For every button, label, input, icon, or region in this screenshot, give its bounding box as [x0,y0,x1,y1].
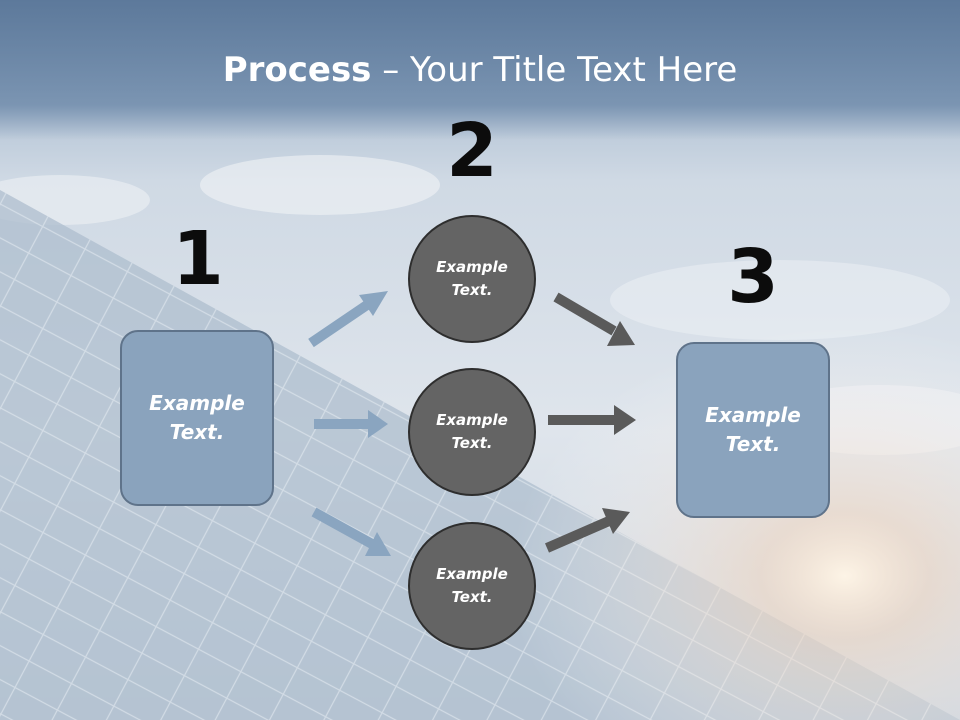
circle-top-text: Example Text. [436,256,508,302]
arrow-from-middle-circle [548,405,636,435]
title-rest: – Your Title Text Here [371,50,738,90]
left-box-text: Example Text. [149,389,245,447]
circle-bottom-line2: Text. [451,588,493,606]
arrow-from-top-circle [553,292,635,346]
step-number-3: 3 [727,234,779,320]
circle-bottom: Example Text. [408,522,536,650]
circle-top-line1: Example [436,258,508,276]
circle-middle: Example Text. [408,368,536,496]
arrow-to-middle-circle [314,410,388,438]
circle-middle-line1: Example [436,411,508,429]
title-strong: Process [222,50,372,90]
circle-middle-text: Example Text. [436,409,508,455]
arrow-from-bottom-circle [545,508,630,553]
circle-bottom-line1: Example [436,565,508,583]
right-box-line2: Text. [725,432,781,456]
right-box-text: Example Text. [705,401,801,459]
step-number-1: 1 [172,216,224,302]
circle-bottom-text: Example Text. [436,563,508,609]
right-box: Example Text. [676,342,830,518]
left-box: Example Text. [120,330,274,506]
circle-top: Example Text. [408,215,536,343]
circle-top-line2: Text. [451,281,493,299]
right-box-line1: Example [705,403,801,427]
title-band [0,0,960,140]
arrow-to-bottom-circle [311,507,391,556]
circle-middle-line2: Text. [451,434,493,452]
left-box-line2: Text. [169,420,225,444]
step-number-2: 2 [446,108,498,194]
arrow-to-top-circle [308,291,388,348]
slide-title: Process – Your Title Text Here [0,50,960,90]
left-box-line1: Example [149,391,245,415]
